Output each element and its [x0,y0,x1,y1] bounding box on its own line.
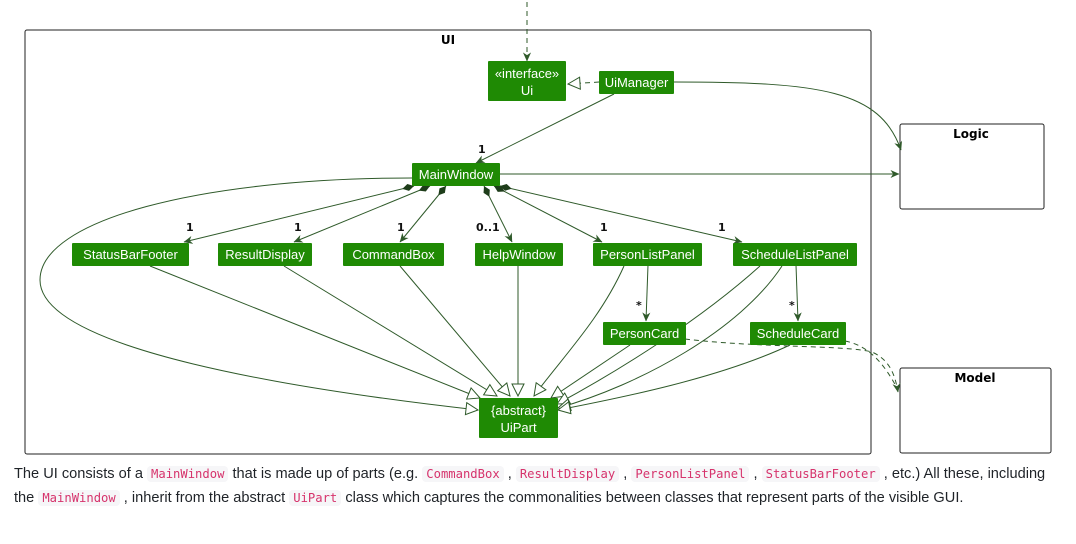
ui-interface-name: Ui [521,83,533,98]
ui-class-diagram: UI Logic Model 1 1 1 1 0..1 1 1 * [24,2,1052,455]
uipart-name: UiPart [500,420,537,435]
caption-code-statusbarfooter: StatusBarFooter [761,466,880,482]
statusbarfooter-inherits-uipart-edge [149,265,480,398]
multiplicity-statusbarfooter: 1 [186,221,194,234]
package-model: Model [899,367,1052,454]
mainwindow-resultdisplay-edge [293,185,431,243]
caption-text-6: , etc.) All these, including the [14,466,1046,506]
caption-code-resultdisplay: ResultDisplay [515,466,620,482]
personlistpanel-inherits-uipart-edge [534,265,625,396]
caption-code-mainwindow: MainWindow [147,466,229,482]
class-mainwindow: MainWindow [412,163,500,186]
caption-code-commandbox: CommandBox [422,466,504,482]
schedulecard-inherits-uipart-edge [558,344,791,410]
diagram-caption: The UI consists of a MainWindow that is … [14,462,1064,510]
caption-text-5: , [749,466,762,482]
multiplicity-helpwindow: 0..1 [476,221,500,234]
resultdisplay-name: ResultDisplay [225,247,305,262]
mainwindow-name: MainWindow [419,167,494,182]
caption-text-4: , [619,466,632,482]
personlistpanel-personcard-edge [642,264,651,322]
class-ui-interface: «interface» Ui [488,61,566,101]
class-statusbarfooter: StatusBarFooter [72,243,189,266]
caption-text-8: class which captures the commonalities b… [341,490,964,506]
personcard-inherits-uipart-edge [551,344,631,398]
statusbarfooter-name: StatusBarFooter [83,247,178,262]
multiplicity-resultdisplay: 1 [294,221,302,234]
ui-interface-stereotype: «interface» [495,66,559,81]
resultdisplay-inherits-uipart-edge [283,265,497,396]
uimanager-name: UiManager [605,75,669,90]
mainwindow-commandbox-edge [399,185,447,243]
class-helpwindow: HelpWindow [475,243,563,266]
caption-text-2: that is made up of parts (e.g. [228,466,423,482]
package-model-label: Model [954,371,995,385]
class-schedulecard: ScheduleCard [750,322,846,345]
multiplicity-commandbox: 1 [397,221,405,234]
personcard-name: PersonCard [610,326,679,341]
caption-text-3: , [503,466,516,482]
mainwindow-schedulelistpanel-edge [499,183,743,245]
schedulelistpanel-inherits-uipart-edge-2 [558,265,783,408]
multiplicity-personlistpanel: 1 [600,221,608,234]
multiplicity-schedulecard: * [789,299,795,312]
package-logic: Logic [899,123,1045,210]
class-commandbox: CommandBox [343,243,444,266]
class-personlistpanel: PersonListPanel [593,243,702,266]
mainwindow-inherits-uipart-edge [39,177,478,410]
multiplicity-schedulelistpanel: 1 [718,221,726,234]
commandbox-inherits-uipart-edge [399,265,510,396]
caption-text-1: The UI consists of a [14,466,148,482]
schedulecard-name: ScheduleCard [757,326,839,341]
schedulecard-to-model-dependency [844,340,899,391]
uimanager-to-mainwindow-edge [475,93,615,164]
schedulelistpanel-schedulecard-edge [793,264,802,322]
package-logic-label: Logic [953,127,989,141]
helpwindow-name: HelpWindow [483,247,557,262]
package-ui-label: UI [441,33,455,47]
mainwindow-personlistpanel-edge [493,185,603,243]
package-ui: UI [24,29,872,455]
commandbox-name: CommandBox [352,247,435,262]
multiplicity-personcard: * [636,299,642,312]
caption-code-personlistpanel: PersonListPanel [631,466,750,482]
multiplicity-uimanager-mainwindow: 1 [478,143,486,156]
class-schedulelistpanel: ScheduleListPanel [733,243,857,266]
caption-code-mainwindow-2: MainWindow [38,490,120,506]
uimanager-implements-ui-edge [568,82,600,84]
caption-text-7: , inherit from the abstract [119,490,290,506]
class-resultdisplay: ResultDisplay [218,243,312,266]
caption-code-uipart: UiPart [289,490,342,506]
class-uipart: {abstract} UiPart [479,398,558,438]
uimanager-to-logic-edge [673,81,902,151]
class-personcard: PersonCard [603,322,686,345]
schedulelistpanel-name: ScheduleListPanel [741,247,849,262]
class-uimanager: UiManager [599,71,674,94]
uipart-stereotype: {abstract} [491,403,547,418]
personcard-to-model-dependency [684,338,901,393]
personlistpanel-name: PersonListPanel [600,247,695,262]
